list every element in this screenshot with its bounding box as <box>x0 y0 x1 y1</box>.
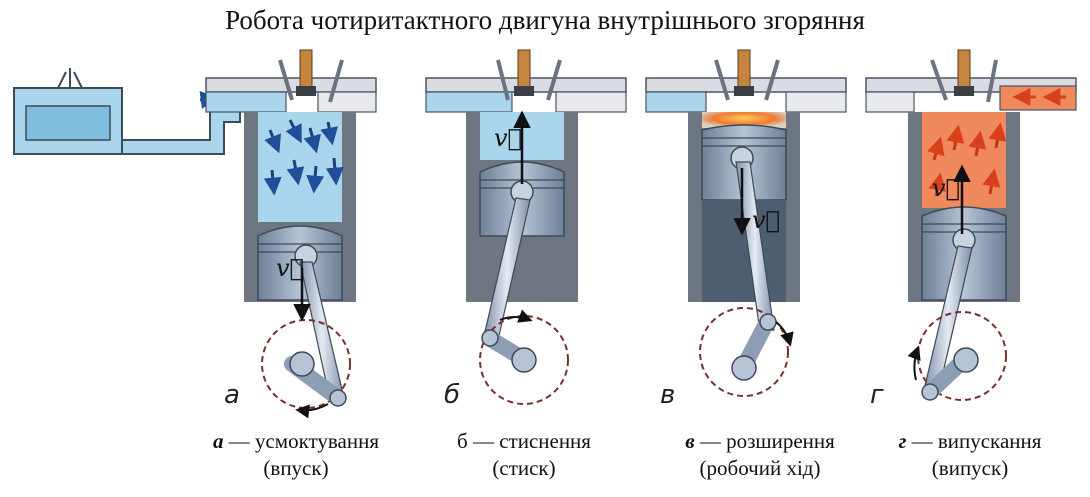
caption-text: — стиснення <box>467 429 591 453</box>
crank-pin <box>759 313 777 331</box>
stage-letter-b: б <box>444 380 461 410</box>
exhaust-valve <box>546 59 562 101</box>
velocity-label: v⃗ <box>494 124 522 152</box>
crank-pin <box>921 383 939 401</box>
caption-power: в — розширення (робочий хід) <box>640 428 880 482</box>
spark-plug-base <box>296 86 316 96</box>
caption-letter: б <box>457 429 468 453</box>
crank-circle <box>699 307 789 397</box>
connecting-rod <box>735 161 775 333</box>
spark-plug <box>957 49 971 93</box>
intake-port <box>865 91 915 113</box>
caption-letter: а <box>212 429 224 453</box>
stage-c-power: v⃗ <box>645 49 847 397</box>
intake-valve <box>278 59 294 101</box>
caption-text: — розширення <box>694 429 835 453</box>
intake-port <box>205 91 287 113</box>
caption-intake: а — усмоктування (впуск) <box>176 428 416 482</box>
intake-port <box>645 91 707 113</box>
stage-d-exhaust: v⃗ <box>865 49 1077 401</box>
rotation-arrow <box>907 345 921 381</box>
caption-subtext: (випуск) <box>931 456 1009 480</box>
mixture-flow-arrows <box>263 119 344 196</box>
spark-plug-base <box>734 86 754 96</box>
intake-tube <box>121 105 241 155</box>
air-inlet-icon <box>57 68 83 89</box>
spark-plug <box>737 49 751 93</box>
stage-letter-d: г <box>870 380 884 410</box>
exhaust-valve <box>764 59 780 101</box>
caption-text: — усмоктування <box>223 429 380 453</box>
intake-valve <box>496 59 510 101</box>
caption-text: — випускання <box>906 429 1042 453</box>
exhaust-port <box>317 91 377 113</box>
exhaust-port <box>785 91 847 113</box>
crankshaft <box>731 355 757 381</box>
caption-subtext: (робочий хід) <box>699 456 821 480</box>
intake-valve <box>930 59 948 101</box>
caption-exhaust: г — випускання (випуск) <box>850 428 1090 482</box>
exhaust-gas-arrows <box>927 122 1007 197</box>
stage-b-compression: v⃗ <box>425 49 627 405</box>
crank-circle <box>479 315 569 405</box>
intake-valve <box>714 59 730 101</box>
spark-plug <box>299 49 313 93</box>
diagram-title: Робота чотиритактного двигуна внутрішньо… <box>225 5 865 35</box>
caption-letter: в <box>685 429 695 453</box>
exhaust-valve <box>986 59 998 103</box>
crankshaft <box>511 347 537 373</box>
crank-circle <box>261 319 351 409</box>
crankshaft <box>289 351 315 377</box>
rotation-arrow <box>499 309 533 323</box>
stage-letter-a: а <box>224 380 240 410</box>
exhaust-port <box>555 91 627 113</box>
spark-plug-base <box>954 86 974 96</box>
caption-letter: г <box>898 429 907 453</box>
rotation-arrow <box>775 321 794 347</box>
rotation-arrow <box>295 403 329 419</box>
combustion-flame <box>702 112 786 128</box>
crank-circle <box>917 311 1007 401</box>
caption-compression: б — стиснення (стиск) <box>404 428 644 482</box>
crank-pin <box>329 389 347 407</box>
velocity-label: v⃗ <box>752 206 780 234</box>
velocity-label: v⃗ <box>276 254 304 282</box>
intake-port <box>425 91 513 113</box>
caption-subtext: (впуск) <box>263 456 329 480</box>
float-chamber <box>25 105 111 141</box>
crank-pin <box>481 329 499 347</box>
stage-a-intake: v⃗ <box>13 49 377 419</box>
stage-letter-c: в <box>660 380 676 410</box>
spark-plug <box>517 49 531 93</box>
crankshaft <box>953 347 979 373</box>
spark-plug-base <box>514 86 534 96</box>
velocity-label: v⃗ <box>932 174 960 202</box>
exhaust-valve <box>328 59 344 103</box>
caption-subtext: (стиск) <box>492 456 556 480</box>
